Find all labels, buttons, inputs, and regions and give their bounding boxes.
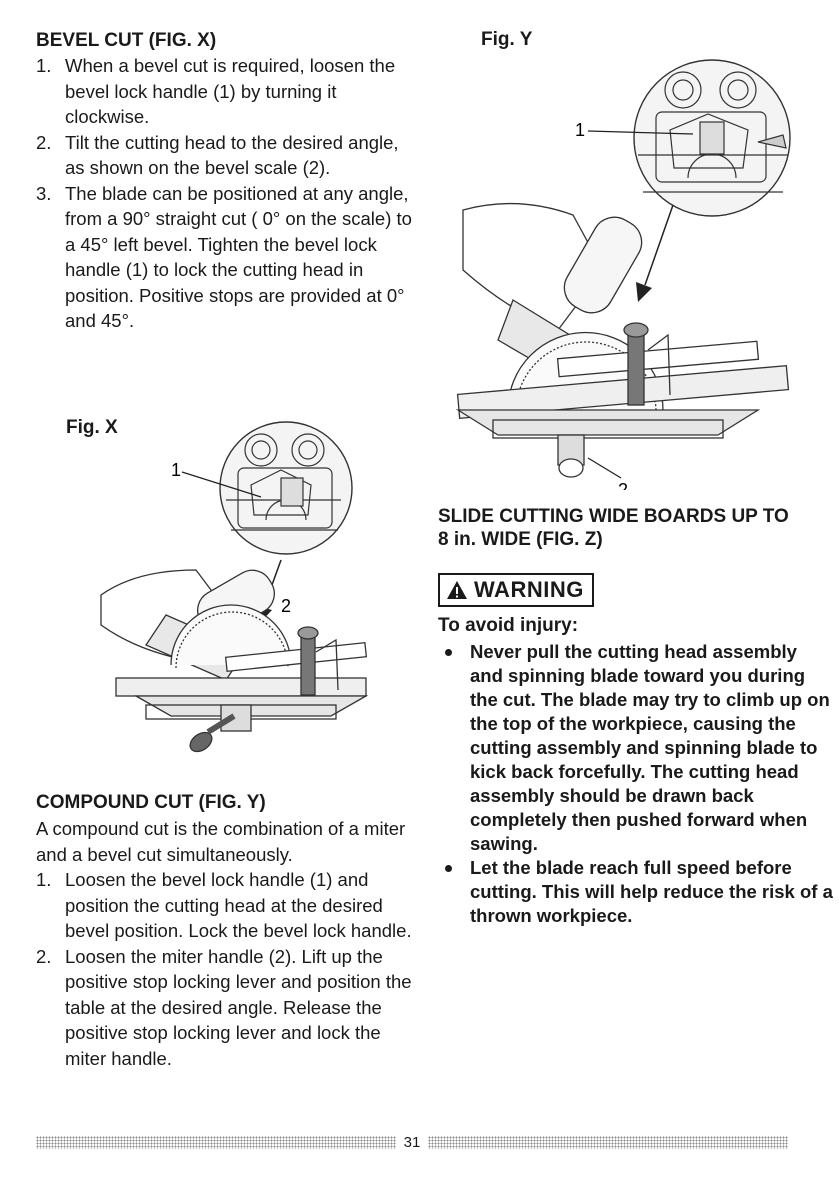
compound-cut-section: COMPOUND CUT (FIG. Y) A compound cut is … xyxy=(36,791,426,1071)
fig-x-callout-1: 1 xyxy=(171,460,181,480)
footer-dot-bar-left xyxy=(36,1135,396,1149)
footer-dot-bar-right xyxy=(428,1135,788,1149)
bevel-cut-section: BEVEL CUT (FIG. X) 1. When a bevel cut i… xyxy=(36,29,426,334)
slide-cutting-heading: SLIDE CUTTING WIDE BOARDS UP TO 8 in. WI… xyxy=(438,506,789,550)
page-number: 31 xyxy=(403,1133,421,1151)
warning-triangle-icon xyxy=(447,581,467,599)
warning-badge: WARNING xyxy=(438,573,594,607)
compound-cut-steps: 1. Loosen the bevel lock handle (1) and … xyxy=(36,867,426,1071)
warning-lead: To avoid injury: xyxy=(438,615,579,636)
compound-cut-intro: A compound cut is the combination of a m… xyxy=(36,818,406,865)
fig-x-callout-2: 2 xyxy=(281,596,291,616)
warning-bullets: Never pull the cutting head assembly and… xyxy=(438,640,833,928)
fig-y-callout-1: 1 xyxy=(575,120,585,140)
warning-label: WARNING xyxy=(474,577,584,602)
page-footer: 31 xyxy=(36,1131,788,1153)
warning-bullet-1: Never pull the cutting head assembly and… xyxy=(438,640,833,856)
compound-step-2: 2. Loosen the miter handle (2). Lift up … xyxy=(36,945,412,1069)
bevel-cut-steps: 1. When a bevel cut is required, loosen … xyxy=(36,53,426,334)
bevel-step-3: 3. The blade can be positioned at any an… xyxy=(36,182,412,332)
bevel-cut-heading: BEVEL CUT (FIG. X) xyxy=(36,30,217,51)
fig-y-label: Fig. Y xyxy=(481,29,533,50)
compound-cut-heading: COMPOUND CUT (FIG. Y) xyxy=(36,792,266,813)
bevel-step-2: 2. Tilt the cutting head to the desired … xyxy=(36,131,399,179)
warning-bullet-2: Let the blade reach full speed before cu… xyxy=(438,856,833,928)
compound-step-1: 1. Loosen the bevel lock handle (1) and … xyxy=(36,869,412,941)
slide-cutting-section: SLIDE CUTTING WIDE BOARDS UP TO 8 in. WI… xyxy=(438,505,833,928)
bevel-step-1: 1. When a bevel cut is required, loosen … xyxy=(36,55,396,127)
fig-x-label: Fig. X xyxy=(66,417,118,438)
fig-x-illustration: 1 2 xyxy=(100,421,369,753)
fig-y-callout-2: 2 xyxy=(618,480,628,490)
fig-y-illustration: 1 2 xyxy=(455,59,791,490)
